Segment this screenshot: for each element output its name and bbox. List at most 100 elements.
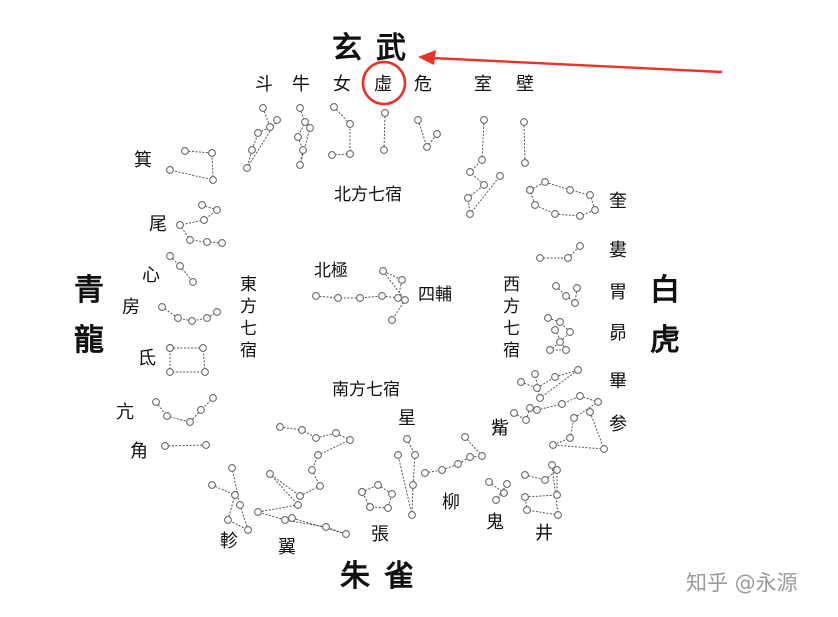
star-dot bbox=[587, 409, 594, 416]
star-dot bbox=[380, 268, 387, 275]
constellation-zhang bbox=[359, 482, 396, 512]
star-dot bbox=[522, 160, 529, 167]
star-dot bbox=[167, 253, 174, 260]
star-dot bbox=[385, 505, 392, 512]
star-dot bbox=[267, 471, 274, 478]
constellation-line bbox=[165, 445, 206, 446]
star-dot bbox=[190, 279, 197, 286]
watermark: 知乎 @永源 bbox=[686, 571, 798, 595]
star-dot bbox=[395, 295, 402, 302]
label-sifu: 四輔 bbox=[418, 285, 452, 305]
star-dot bbox=[493, 497, 500, 504]
mansion-label-north-3: 女 bbox=[333, 74, 351, 95]
label-east-seven-char-3: 七 bbox=[240, 319, 257, 339]
star-dot bbox=[255, 130, 262, 137]
mansion-label-north-2: 牛 bbox=[292, 74, 310, 95]
title-west: 白虎 白 虎 bbox=[650, 273, 680, 358]
star-dot bbox=[455, 461, 462, 468]
constellation-zhen bbox=[209, 465, 252, 534]
title-east-char-2: 龍 bbox=[74, 323, 104, 358]
star-dot bbox=[209, 150, 216, 157]
star-dot bbox=[357, 295, 364, 302]
star-dot bbox=[552, 374, 559, 381]
constellation-line bbox=[530, 182, 595, 216]
star-dot bbox=[164, 413, 171, 420]
mansion-label-east-7: 箕 bbox=[134, 150, 152, 171]
label-west-seven-char-1: 西 bbox=[503, 275, 520, 295]
star-dot bbox=[537, 395, 544, 402]
label-west-seven-char-4: 宿 bbox=[503, 341, 520, 361]
star-dot bbox=[557, 319, 564, 326]
label-east-seven-char-2: 方 bbox=[240, 297, 257, 317]
mansion-label-east-2: 亢 bbox=[116, 402, 134, 423]
star-dot bbox=[552, 327, 559, 334]
constellation-jing bbox=[522, 462, 562, 519]
star-dot bbox=[299, 427, 306, 434]
mansion-label-east-4: 房 bbox=[122, 297, 140, 318]
star-dot bbox=[333, 430, 340, 437]
mansion-label-east-1: 角 bbox=[130, 441, 148, 462]
constellation-yi bbox=[255, 424, 354, 538]
star-dot bbox=[549, 462, 556, 469]
star-dot bbox=[307, 125, 314, 132]
label-beiji: 北極 bbox=[314, 261, 348, 281]
star-dot bbox=[522, 494, 529, 501]
label-east-seven-char-1: 東 bbox=[240, 275, 257, 295]
constellation-bi2 bbox=[518, 367, 582, 402]
constellation-wei3 bbox=[553, 283, 581, 307]
star-dot bbox=[532, 202, 539, 209]
title-south: 朱雀 bbox=[340, 559, 428, 594]
constellation-wei2 bbox=[177, 202, 226, 247]
star-dot bbox=[389, 317, 396, 324]
star-dot bbox=[297, 162, 304, 169]
star-dot bbox=[210, 395, 217, 402]
star-dot bbox=[229, 465, 236, 472]
star-dot bbox=[534, 385, 541, 392]
star-dot bbox=[175, 315, 182, 322]
star-dot bbox=[545, 315, 552, 322]
star-dot bbox=[465, 195, 472, 202]
mansion-label-east-3: 氐 bbox=[138, 348, 156, 369]
constellation-nu bbox=[329, 104, 354, 159]
star-dot bbox=[467, 211, 474, 218]
constellation-dou bbox=[244, 105, 281, 172]
star-dot bbox=[553, 283, 560, 290]
star-dot bbox=[518, 379, 525, 386]
star-dot bbox=[267, 124, 274, 131]
constellation-figures bbox=[153, 104, 608, 538]
star-dot bbox=[159, 304, 166, 311]
mansion-label-west-2: 婁 bbox=[609, 240, 627, 261]
star-dot bbox=[249, 147, 256, 154]
star-dot bbox=[399, 277, 406, 284]
constellation-xing bbox=[395, 436, 419, 519]
title-east-char-1: 青 bbox=[74, 273, 104, 308]
star-dot bbox=[282, 517, 289, 524]
star-dot bbox=[359, 489, 366, 496]
title-east: 青龍 青 龍 bbox=[74, 273, 104, 358]
star-dot bbox=[313, 435, 320, 442]
star-dot bbox=[200, 345, 207, 352]
star-dot bbox=[260, 105, 267, 112]
star-dot bbox=[167, 167, 174, 174]
star-dot bbox=[202, 369, 209, 376]
constellation-line bbox=[170, 151, 213, 180]
star-dot bbox=[382, 110, 389, 117]
constellation-shen bbox=[534, 393, 608, 453]
mansion-label-south-4: 星 bbox=[398, 408, 416, 429]
constellation-gui bbox=[486, 479, 511, 504]
mansion-label-south-5: 張 bbox=[371, 524, 389, 545]
constellation-line bbox=[521, 370, 578, 398]
star-dot bbox=[153, 399, 160, 406]
label-south-seven: 南方七宿 bbox=[332, 380, 400, 400]
star-dot bbox=[381, 147, 388, 154]
constellation-line bbox=[425, 437, 482, 473]
constellation-line bbox=[468, 120, 500, 214]
star-dot bbox=[577, 243, 584, 250]
mansion-label-south-7: 軫 bbox=[220, 531, 238, 552]
constellation-kui bbox=[527, 179, 599, 220]
star-dot bbox=[347, 437, 354, 444]
star-dot bbox=[497, 173, 504, 180]
constellation-wei bbox=[415, 117, 441, 151]
star-dot bbox=[237, 502, 244, 509]
star-dot bbox=[214, 309, 221, 316]
